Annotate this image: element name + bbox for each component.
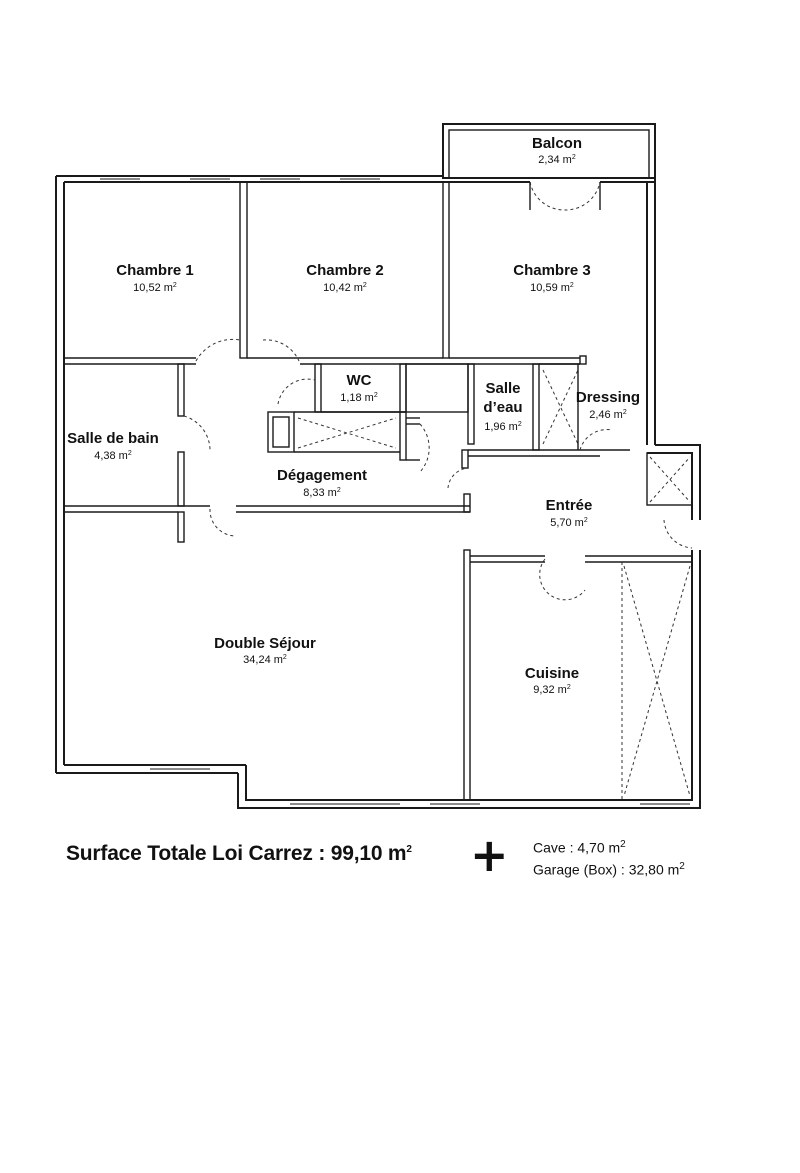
cave-surface: Cave : 4,70 m2 [533, 839, 626, 856]
interior-walls [64, 181, 693, 801]
room-area-dressing: 2,46 m2 [589, 409, 627, 421]
room-name-entree: Entrée [546, 497, 593, 514]
cave-surface-label: Cave : 4,70 m [533, 839, 621, 856]
room-name-sallebain: Salle de bain [67, 430, 159, 447]
room-area-entree: 5,70 m2 [550, 517, 588, 529]
room-area-sallebain: 4,38 m2 [94, 450, 132, 462]
room-area-chambre3: 10,59 m2 [530, 282, 574, 294]
garage-surface: Garage (Box) : 32,80 m2 [533, 861, 685, 878]
garage-surface-sup: 2 [679, 861, 685, 872]
room-area-wc: 1,18 m2 [340, 392, 378, 404]
cave-surface-sup: 2 [620, 839, 626, 850]
room-name-chambre1: Chambre 1 [116, 262, 194, 279]
room-name-wc: WC [347, 372, 372, 389]
total-surface: Surface Totale Loi Carrez : 99,10 m2 [66, 842, 412, 866]
room-area-chambre2: 10,42 m2 [323, 282, 367, 294]
room-area-degagement: 8,33 m2 [303, 487, 341, 499]
room-name-dressing: Dressing [576, 389, 640, 406]
room-area-cuisine: 9,32 m2 [533, 684, 571, 696]
garage-surface-label: Garage (Box) : 32,80 m [533, 861, 680, 878]
total-surface-sup: 2 [406, 844, 412, 855]
total-surface-label: Surface Totale Loi Carrez : 99,10 m [66, 842, 407, 865]
room-name-chambre3: Chambre 3 [513, 262, 591, 279]
plus-icon: + [470, 828, 509, 882]
room-name-sejour: Double Séjour [214, 635, 316, 652]
outer-walls [55, 123, 701, 809]
doors [183, 181, 693, 601]
room-labels: Balcon 2,34 m2 Chambre 1 10,52 m2 Chambre 2 1… [67, 135, 640, 696]
room-name-balcon: Balcon [532, 135, 582, 152]
room-area-balcon: 2,34 m2 [538, 154, 576, 166]
room-area-salledeau: 1,96 m2 [484, 421, 522, 433]
room-name-degagement: Dégagement [277, 467, 367, 484]
room-area-chambre1: 10,52 m2 [133, 282, 177, 294]
room-area-sejour: 34,24 m2 [243, 654, 287, 666]
room-name-chambre2: Chambre 2 [306, 262, 384, 279]
room-name-cuisine: Cuisine [525, 665, 579, 682]
